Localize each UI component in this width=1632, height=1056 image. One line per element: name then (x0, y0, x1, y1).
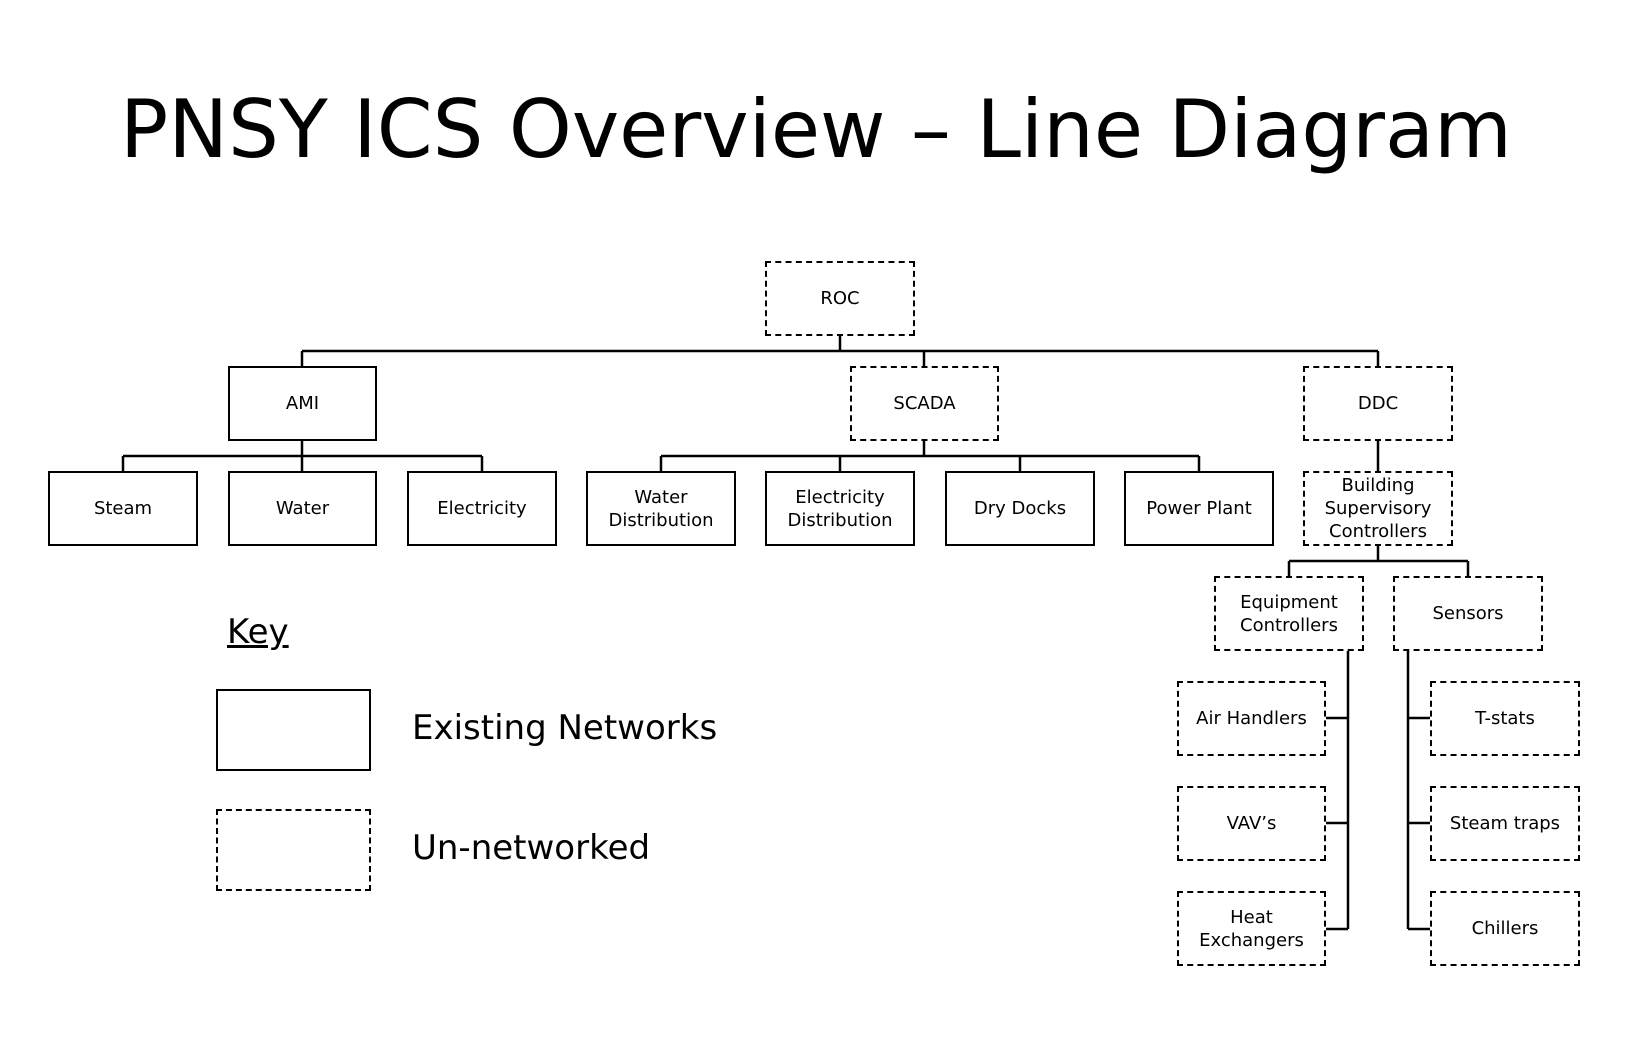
steam-traps-node: Steam traps (1430, 786, 1580, 861)
chillers-node: Chillers (1430, 891, 1580, 966)
building-supervisory-controllers-node: Building Supervisory Controllers (1303, 471, 1453, 546)
roc-node: ROC (765, 261, 915, 336)
vavs-node: VAV’s (1177, 786, 1326, 861)
page-title: PNSY ICS Overview – Line Diagram (120, 83, 1512, 176)
ddc-node: DDC (1303, 366, 1453, 441)
key-heading: Key (227, 612, 289, 652)
dry-docks-node: Dry Docks (945, 471, 1095, 546)
key-unnetworked-swatch (216, 809, 371, 891)
power-plant-node: Power Plant (1124, 471, 1274, 546)
scada-node: SCADA (850, 366, 999, 441)
steam-node: Steam (48, 471, 198, 546)
tstats-node: T-stats (1430, 681, 1580, 756)
key-unnetworked-label: Un-networked (412, 828, 651, 868)
water-distribution-node: Water Distribution (586, 471, 736, 546)
electricity-node: Electricity (407, 471, 557, 546)
key-existing-label: Existing Networks (412, 708, 718, 748)
air-handlers-node: Air Handlers (1177, 681, 1326, 756)
key-existing-swatch (216, 689, 371, 771)
equipment-controllers-node: Equipment Controllers (1214, 576, 1364, 651)
heat-exchangers-node: Heat Exchangers (1177, 891, 1326, 966)
water-node: Water (228, 471, 377, 546)
sensors-node: Sensors (1393, 576, 1543, 651)
electricity-distribution-node: Electricity Distribution (765, 471, 915, 546)
ami-node: AMI (228, 366, 377, 441)
